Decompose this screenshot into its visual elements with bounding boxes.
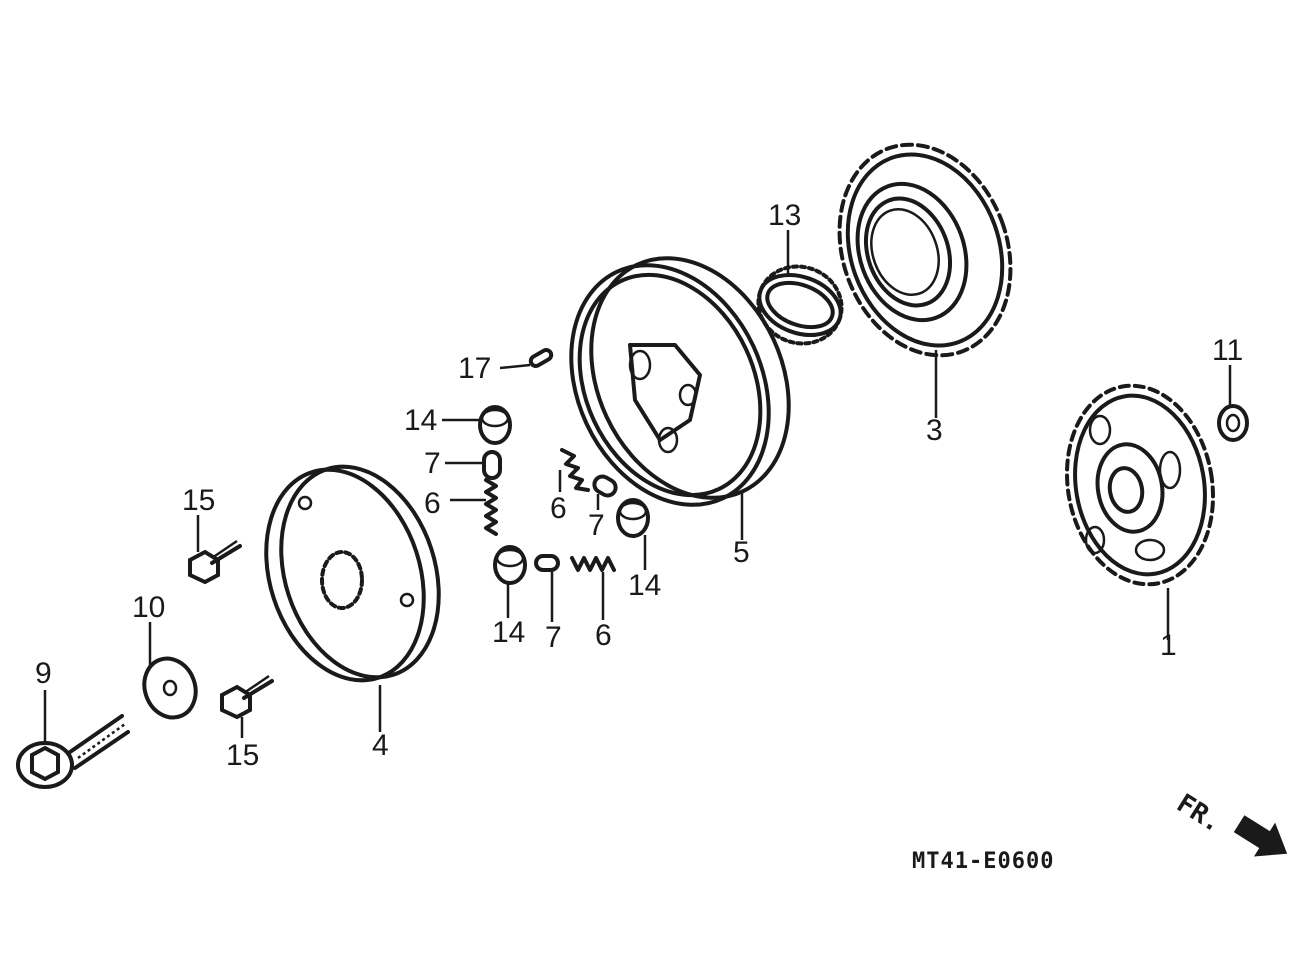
part-driven-gear	[837, 142, 1013, 358]
part-roller	[616, 498, 650, 538]
part-spring	[570, 556, 616, 572]
callout-14: 14	[628, 569, 661, 602]
part-roller	[493, 545, 527, 585]
front-label: FR.	[1171, 788, 1227, 838]
callout-10: 10	[132, 591, 165, 624]
callout-15: 15	[226, 739, 259, 772]
part-roller	[478, 405, 512, 445]
part-bolt	[220, 674, 274, 720]
part-nut	[1217, 404, 1249, 442]
callout-14: 14	[404, 404, 437, 437]
callout-6: 6	[550, 492, 567, 525]
callout-15: 15	[182, 484, 215, 517]
callout-7: 7	[545, 621, 562, 654]
callout-1: 1	[1160, 629, 1177, 662]
leader-lines	[43, 230, 1232, 743]
part-needle-bearing	[756, 264, 844, 346]
diagram-code: MT41-E0600	[912, 849, 1054, 874]
arrow-right-icon	[1233, 815, 1288, 857]
part-clutch-plate	[264, 464, 441, 683]
callout-13: 13	[768, 199, 801, 232]
callout-17: 17	[458, 352, 491, 385]
part-clutch-outer	[569, 256, 791, 507]
callout-9: 9	[35, 657, 52, 690]
callout-6: 6	[424, 487, 441, 520]
part-starter-gear	[1064, 383, 1216, 587]
front-direction-indicator: FR.	[1171, 788, 1288, 857]
part-flange-bolt	[16, 714, 130, 789]
part-spring	[484, 478, 498, 536]
callout-7: 7	[424, 447, 441, 480]
part-plunger	[592, 474, 618, 498]
callout-6: 6	[595, 619, 612, 652]
part-pin	[528, 348, 554, 368]
callout-7: 7	[588, 509, 605, 542]
part-bolt	[188, 539, 242, 585]
part-washer	[142, 656, 198, 720]
part-plunger	[482, 450, 502, 480]
part-plunger	[534, 554, 560, 572]
callout-5: 5	[733, 536, 750, 569]
callout-3: 3	[926, 414, 943, 447]
callout-14: 14	[492, 616, 525, 649]
callout-4: 4	[372, 729, 389, 762]
part-spring	[560, 448, 590, 492]
callout-11: 11	[1212, 334, 1243, 367]
